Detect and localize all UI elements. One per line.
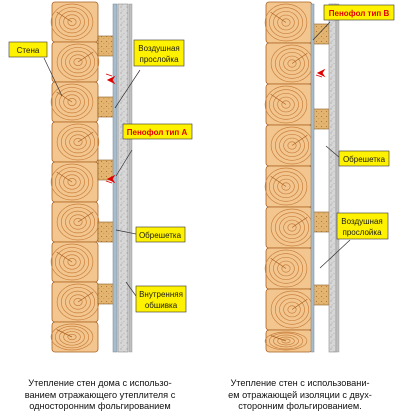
left-log-wall — [50, 1, 100, 353]
air-gap-arrows-right — [315, 68, 326, 78]
caption-right-line2: ем отражающей изоляции с двух- — [228, 389, 372, 400]
right-outer-sheet — [335, 3, 340, 353]
inner-lining-label-line1: Внутренняя — [139, 290, 183, 299]
inner-lining-panel — [117, 3, 129, 353]
batten — [312, 108, 330, 130]
log-cross-section — [265, 42, 314, 85]
wall-insulation-diagram: Стена Воздушная прослойка Пенофол тип А … — [8, 1, 395, 353]
log-cross-section — [50, 161, 99, 203]
caption-right-line1: Утепление стен с использовани- — [230, 378, 370, 388]
batten — [312, 23, 330, 45]
log-cross-section — [264, 165, 313, 208]
right-lining-panel — [328, 3, 337, 353]
caption-left-line2: ванием отражающего утеплителя с — [24, 389, 176, 400]
caption-left-line1: Утепление стен дома с использо- — [28, 378, 172, 388]
battens-label-left: Обрешетка — [139, 231, 182, 240]
label-penofol-b: Пенофол тип В — [312, 4, 395, 41]
right-battens — [312, 23, 330, 306]
log-cross-section — [50, 241, 99, 283]
log-cross-section — [264, 247, 313, 290]
batten — [312, 211, 330, 233]
penofol-b-layer — [310, 3, 315, 353]
batten — [97, 35, 115, 57]
caption-left-line3: односторонним фольгированием — [29, 401, 171, 411]
left-battens — [97, 35, 115, 305]
wall-label: Стена — [17, 46, 40, 55]
log-cross-section — [265, 288, 314, 331]
label-battens-left: Обрешетка — [115, 226, 186, 243]
log-cross-section — [50, 81, 99, 123]
right-log-wall — [264, 1, 314, 353]
label-wall: Стена — [8, 41, 63, 97]
penofol-b-label: Пенофол тип В — [329, 9, 390, 18]
log-cross-section — [264, 1, 313, 44]
air-gap-arrows-left — [105, 73, 116, 184]
air-gap-label-right-line1: Воздушная — [341, 217, 382, 226]
label-penofol-a: Пенофол тип А — [115, 123, 193, 177]
battens-label-right: Обрешетка — [343, 155, 386, 164]
log-cross-section — [264, 83, 313, 126]
label-air-gap-left: Воздушная прослойка — [114, 39, 185, 109]
batten — [97, 96, 115, 118]
log-cross-section — [50, 321, 99, 353]
log-cross-section — [51, 121, 100, 163]
log-cross-section — [265, 124, 314, 167]
log-cross-section — [265, 206, 314, 249]
penofol-a-label: Пенофол тип А — [127, 128, 188, 137]
label-inner-lining: Внутренняя обшивка — [125, 281, 187, 313]
outer-sheet — [128, 3, 133, 353]
batten — [97, 221, 115, 243]
label-air-gap-right: Воздушная прослойка — [319, 212, 389, 269]
log-cross-section — [51, 281, 100, 323]
air-gap-label-left-line2: прослойка — [139, 55, 179, 64]
log-cross-section — [51, 201, 100, 243]
log-cross-section — [51, 41, 100, 83]
inner-lining-label-line2: обшивка — [145, 301, 178, 310]
log-cross-section — [50, 1, 99, 43]
penofol-a-layer — [112, 3, 118, 353]
air-gap-label-right-line2: прослойка — [342, 228, 382, 237]
label-battens-right: Обрешетка — [325, 145, 390, 167]
log-cross-section — [264, 329, 313, 353]
caption-right-line3: сторонним фольгированием. — [238, 401, 362, 411]
caption-left: Утепление стен дома с использо- ванием о… — [0, 378, 200, 413]
air-gap-label-left-line1: Воздушная — [138, 44, 179, 53]
batten — [97, 283, 115, 305]
batten — [312, 284, 330, 306]
caption-right: Утепление стен с использовани- ем отража… — [200, 378, 400, 413]
